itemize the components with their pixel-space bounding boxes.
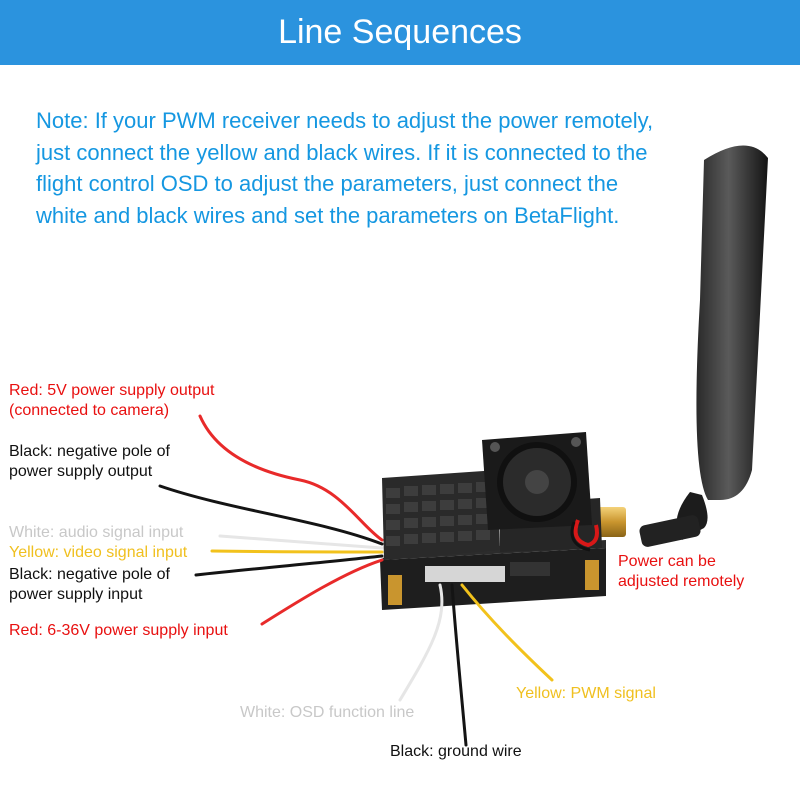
- label-white-audio: White: audio signal input: [9, 524, 184, 541]
- note-line: white and black wires and set the parame…: [36, 202, 620, 228]
- black-input-wire: [194, 554, 384, 577]
- note-line: just connect the yellow and black wires.…: [36, 139, 648, 165]
- label-red-5v-line1: Red: 5V power supply output: [9, 382, 215, 399]
- label-black-output-line1: Black: negative pole of: [9, 443, 170, 460]
- red-5v-wire: [198, 414, 384, 542]
- label-power-adjust-line2: adjusted remotely: [618, 573, 745, 590]
- label-black-output-line2: power supply output: [9, 463, 153, 480]
- label-yellow-pwm: Yellow: PWM signal: [516, 685, 656, 702]
- label-white-osd: White: OSD function line: [240, 704, 415, 721]
- note-line: Note: If your PWM receiver needs to adju…: [36, 108, 654, 133]
- note-line: flight control OSD to adjust the paramet…: [36, 171, 619, 196]
- bottom-wire-harness: [398, 583, 554, 747]
- white-osd-wire: [398, 583, 444, 702]
- label-black-ground: Black: ground wire: [390, 743, 522, 760]
- black-ground-wire: [450, 583, 468, 747]
- yellow-pwm-wire: [460, 583, 554, 682]
- label-black-input-line2: power supply input: [9, 586, 143, 603]
- remote-power-wire: [570, 519, 599, 552]
- label-black-input-line1: Black: negative pole of: [9, 566, 170, 583]
- label-red-power-input: Red: 6-36V power supply input: [9, 622, 228, 639]
- note-paragraph: Note: If your PWM receiver needs to adju…: [36, 105, 736, 231]
- label-power-adjust-line1: Power can be: [618, 553, 716, 570]
- title-banner: Line Sequences: [0, 0, 800, 65]
- page-title: Line Sequences: [278, 13, 522, 51]
- label-red-5v-line2: (connected to camera): [9, 402, 170, 419]
- left-wire-harness: [158, 414, 384, 626]
- white-audio-wire: [218, 534, 384, 550]
- cooling-fan: [482, 432, 592, 530]
- black-output-wire: [158, 484, 384, 546]
- yellow-video-wire: [210, 549, 384, 554]
- label-yellow-video: Yellow: video signal input: [9, 544, 188, 561]
- red-power-input-wire: [260, 558, 384, 626]
- antenna: [639, 145, 768, 547]
